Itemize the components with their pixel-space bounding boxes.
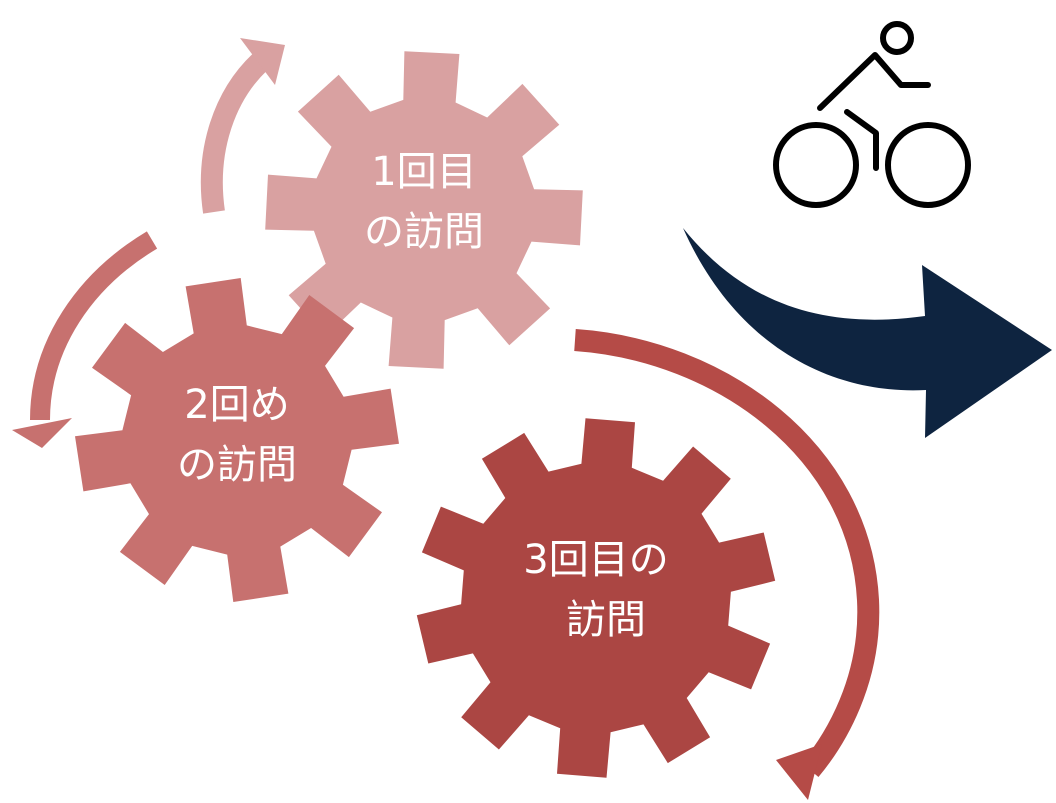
cyclist-icon bbox=[773, 21, 971, 208]
gear-2-label-line2: の訪問 bbox=[177, 442, 297, 488]
gear-1-label-line1: 1回目 bbox=[371, 149, 476, 195]
gear-1: 1回目 の訪問 bbox=[265, 51, 583, 369]
cycle-arrow-2 bbox=[12, 231, 158, 448]
gear-3-label-line1: 3回目の bbox=[523, 537, 668, 583]
gear-3: 3回目の 訪問 bbox=[416, 418, 776, 778]
cycle-arrow-3 bbox=[574, 329, 880, 800]
gear-1-label-line2: の訪問 bbox=[364, 209, 484, 255]
curved-arrow-right bbox=[683, 228, 1052, 438]
gear-2-label-line1: 2回め bbox=[184, 382, 289, 428]
cycle-arrow-1 bbox=[200, 38, 285, 214]
gear-2: 2回め の訪問 bbox=[75, 278, 399, 602]
gear-3-label-line2: 訪問 bbox=[566, 597, 646, 643]
